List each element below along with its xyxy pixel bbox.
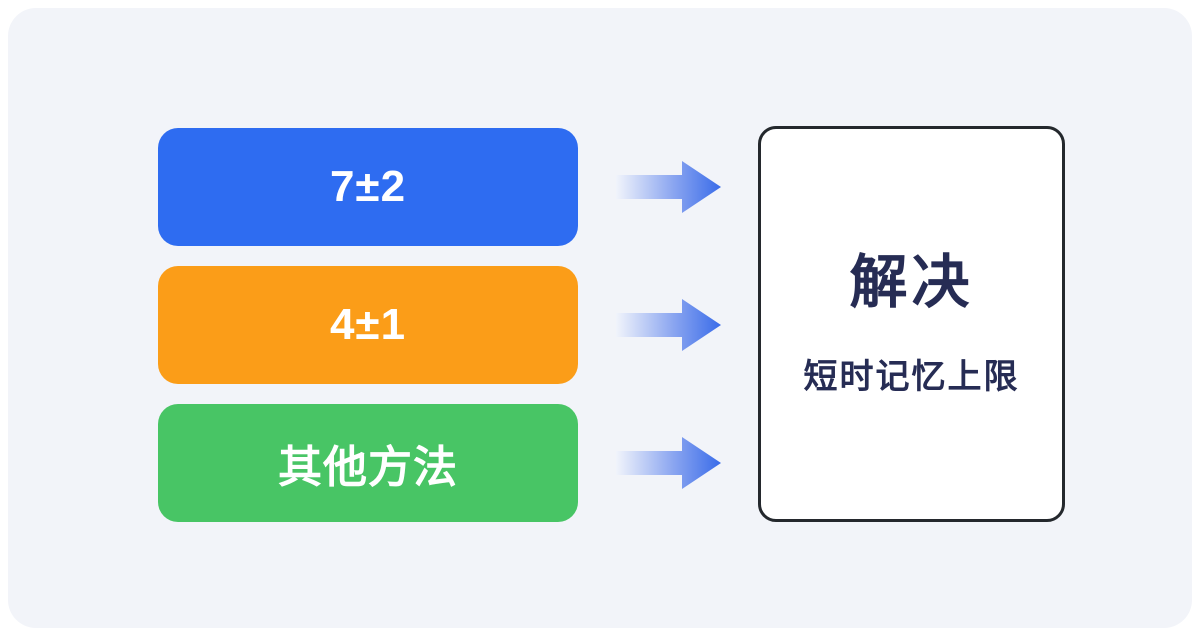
- arrow-right-icon: [616, 437, 721, 489]
- solution-card-subtitle: 短时记忆上限: [803, 358, 1020, 396]
- arrow-right-icon: [616, 161, 721, 213]
- source-box-4plus-minus-1: 4±1: [158, 266, 578, 384]
- solution-card-title: 解决: [849, 250, 974, 315]
- source-box-label: 其他方法: [278, 443, 458, 492]
- source-box-other-methods: 其他方法: [158, 404, 578, 522]
- source-box-label: 7±2: [329, 162, 407, 211]
- source-box-7plus-minus-2: 7±2: [158, 128, 578, 246]
- arrow-right-icon: [616, 299, 721, 351]
- solution-card: 解决 短时记忆上限: [758, 126, 1065, 522]
- source-box-label: 4±1: [329, 300, 407, 349]
- diagram-panel: 7±2 4±1 其他方法 解决 短时记忆上限: [8, 8, 1192, 628]
